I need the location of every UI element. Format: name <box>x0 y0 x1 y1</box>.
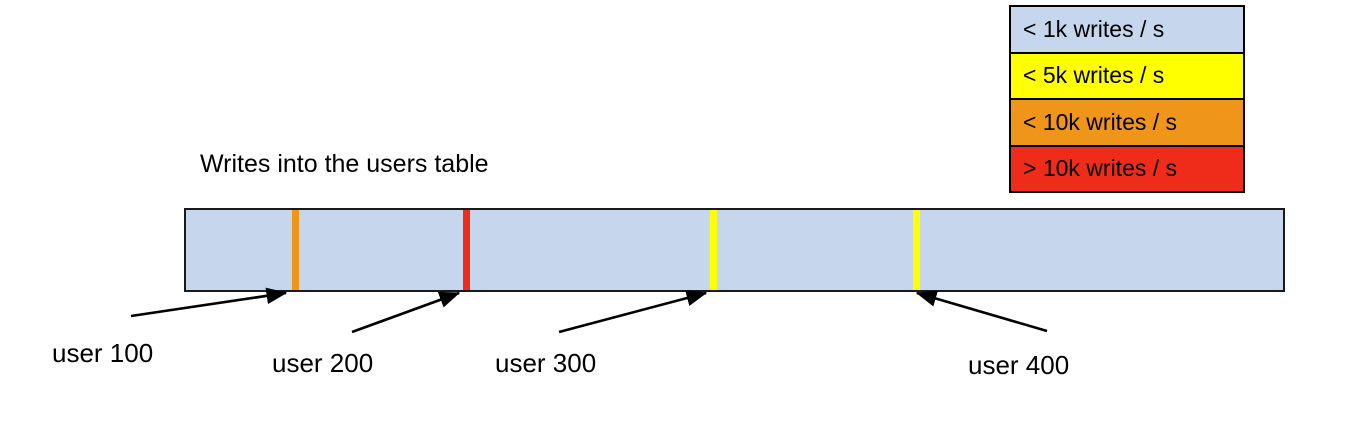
arrow-user-400 <box>915 290 1048 333</box>
legend-item-label: > 10k writes / s <box>1023 155 1178 182</box>
callout-label-user-400: user 400 <box>968 350 1070 380</box>
legend-item-gt-10k: > 10k writes / s <box>1011 146 1243 191</box>
users-table-bar <box>184 208 1285 292</box>
arrow-user-100 <box>130 287 288 318</box>
chart-title: Writes into the users table <box>200 150 489 178</box>
callout-label-user-200: user 200 <box>272 348 374 378</box>
legend-item-lt-5k: < 5k writes / s <box>1011 53 1243 100</box>
arrow-user-200 <box>351 291 461 334</box>
legend-item-lt-1k: < 1k writes / s <box>1011 7 1243 54</box>
bar-stripe-user-300 <box>710 210 717 290</box>
callout-label-user-100: user 100 <box>52 338 154 368</box>
legend: < 1k writes / s < 5k writes / s < 10k wr… <box>1009 5 1245 193</box>
legend-item-label: < 1k writes / s <box>1023 15 1165 42</box>
arrow-user-300 <box>558 289 708 334</box>
legend-item-label: < 5k writes / s <box>1023 62 1165 89</box>
bar-stripe-user-200 <box>463 210 470 290</box>
legend-item-lt-10k: < 10k writes / s <box>1011 100 1243 147</box>
callout-label-user-300: user 300 <box>495 348 597 378</box>
legend-item-label: < 10k writes / s <box>1023 108 1178 135</box>
bar-stripe-user-100 <box>292 210 299 290</box>
bar-stripe-user-400 <box>913 210 920 290</box>
